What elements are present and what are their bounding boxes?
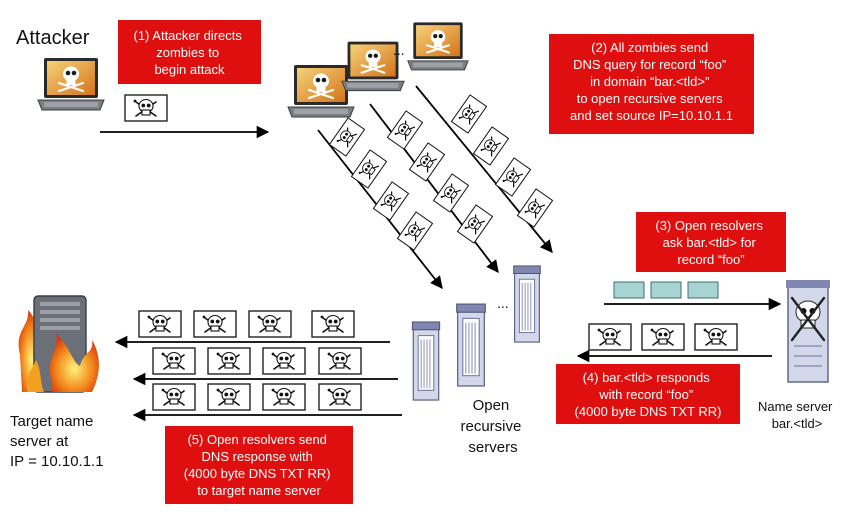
svg-text:Name server bar.<tld>: Name server bar.<tld> [758, 399, 836, 431]
callout-step2: (2) All zombies send DNS query for recor… [549, 34, 754, 134]
server-tower-icon [456, 303, 486, 387]
svg-text:(4) bar.<tld> responds w: (4) bar.<tld> responds with record “foo”… [575, 370, 722, 419]
skull-icon [138, 310, 182, 338]
skull-icon [193, 310, 237, 338]
open-servers-label: Open [473, 397, 510, 414]
callout-step5-line: (4000 byte DNS TXT RR) [184, 466, 331, 481]
callout-step1-line: zombies to [156, 45, 219, 60]
callout-step4-line: (4000 byte DNS TXT RR) [575, 404, 722, 419]
target-label: Target name [10, 413, 93, 430]
skull-icon [262, 347, 306, 375]
skull-icon [516, 188, 554, 228]
callout-step1-line: (1) Attacker directs [134, 28, 243, 43]
skull-icon [386, 110, 424, 150]
name-server-label: bar.<tld> [772, 416, 823, 431]
callout-step2-line: to open recursive servers [577, 91, 723, 106]
callout-step5-line: (5) Open resolvers send [187, 432, 326, 447]
skull-icon [472, 126, 510, 166]
query-packet [687, 281, 719, 299]
callout-step3-line: ask bar.<tld> for [663, 235, 757, 250]
open-servers-label: servers [468, 439, 517, 456]
skull-icon [318, 347, 362, 375]
skull-icon [372, 181, 410, 221]
target-label: IP = 10.10.1.1 [10, 453, 104, 470]
callout-step2-line: in domain “bar.<tld>” [590, 74, 709, 89]
callout-step2-line: DNS query for record “foo” [573, 57, 726, 72]
attacker-label: Attacker [16, 27, 90, 49]
svg-text:Target name server at: Target name server at IP = 10.10.1.1 [10, 413, 104, 470]
skull-icon [396, 211, 434, 251]
callout-step5-line: DNS response with [202, 449, 313, 464]
callout-step1: (1) Attacker directs zombies to begin at… [118, 20, 261, 84]
skull-icon [152, 383, 196, 411]
skull-icon [152, 347, 196, 375]
skull-icon [588, 323, 632, 351]
callout-step4-line: with record “foo” [598, 387, 693, 402]
callout-step4-line: (4) bar.<tld> responds [583, 370, 711, 385]
name-server-label: Name server [758, 399, 833, 414]
name-server-icon [786, 280, 830, 383]
zombie-laptop-icon [406, 21, 470, 72]
skull-icon [450, 94, 488, 134]
server-tower-icon [513, 265, 541, 343]
svg-text:(2) All zombies send DNS: (2) All zombies send DNS query for recor… [570, 40, 733, 123]
svg-text:Open recursive servers: Open recursive servers [460, 397, 525, 456]
skull-icon [207, 383, 251, 411]
callout-step4: (4) bar.<tld> responds with record “foo”… [556, 364, 740, 424]
callout-step2-line: and set source IP=10.10.1.1 [570, 108, 733, 123]
skull-icon [248, 310, 292, 338]
skull-icon [408, 142, 446, 182]
servers-ellipsis: ... [497, 295, 509, 311]
attacker-laptop-icon [36, 56, 106, 112]
callout-step1-line: begin attack [154, 62, 225, 77]
callout-step3: (3) Open resolvers ask bar.<tld> for rec… [636, 212, 786, 272]
skull-icon [350, 149, 388, 189]
query-packet [650, 281, 682, 299]
skull-icon [432, 173, 470, 213]
skull-icon [694, 323, 738, 351]
zombie-laptop-icon [286, 63, 356, 119]
target-label: server at [10, 433, 69, 450]
callout-step2-line: (2) All zombies send [591, 40, 708, 55]
skull-icon [207, 347, 251, 375]
svg-text:(3) Open resolvers ask b: (3) Open resolvers ask bar.<tld> for rec… [655, 218, 766, 267]
query-packet [613, 281, 645, 299]
zombie-ellipsis: ... [393, 42, 405, 58]
callout-step5: (5) Open resolvers send DNS response wit… [165, 426, 353, 504]
svg-text:(1) Attacker directs zom: (1) Attacker directs zombies to begin at… [134, 28, 246, 77]
callout-step5-line: to target name server [197, 483, 321, 498]
skull-icon [262, 383, 306, 411]
skull-icon [124, 94, 168, 122]
callout-step3-line: record “foo” [677, 252, 744, 267]
svg-text:(5) Open resolvers send: (5) Open resolvers send DNS response wit… [184, 432, 335, 498]
callout-step3-line: (3) Open resolvers [655, 218, 763, 233]
skull-icon [311, 310, 355, 338]
skull-icon [641, 323, 685, 351]
flaming-server-icon [18, 295, 99, 393]
server-tower-icon [411, 321, 441, 401]
open-servers-label: recursive [460, 418, 521, 435]
skull-icon [456, 204, 494, 244]
skull-icon [318, 383, 362, 411]
